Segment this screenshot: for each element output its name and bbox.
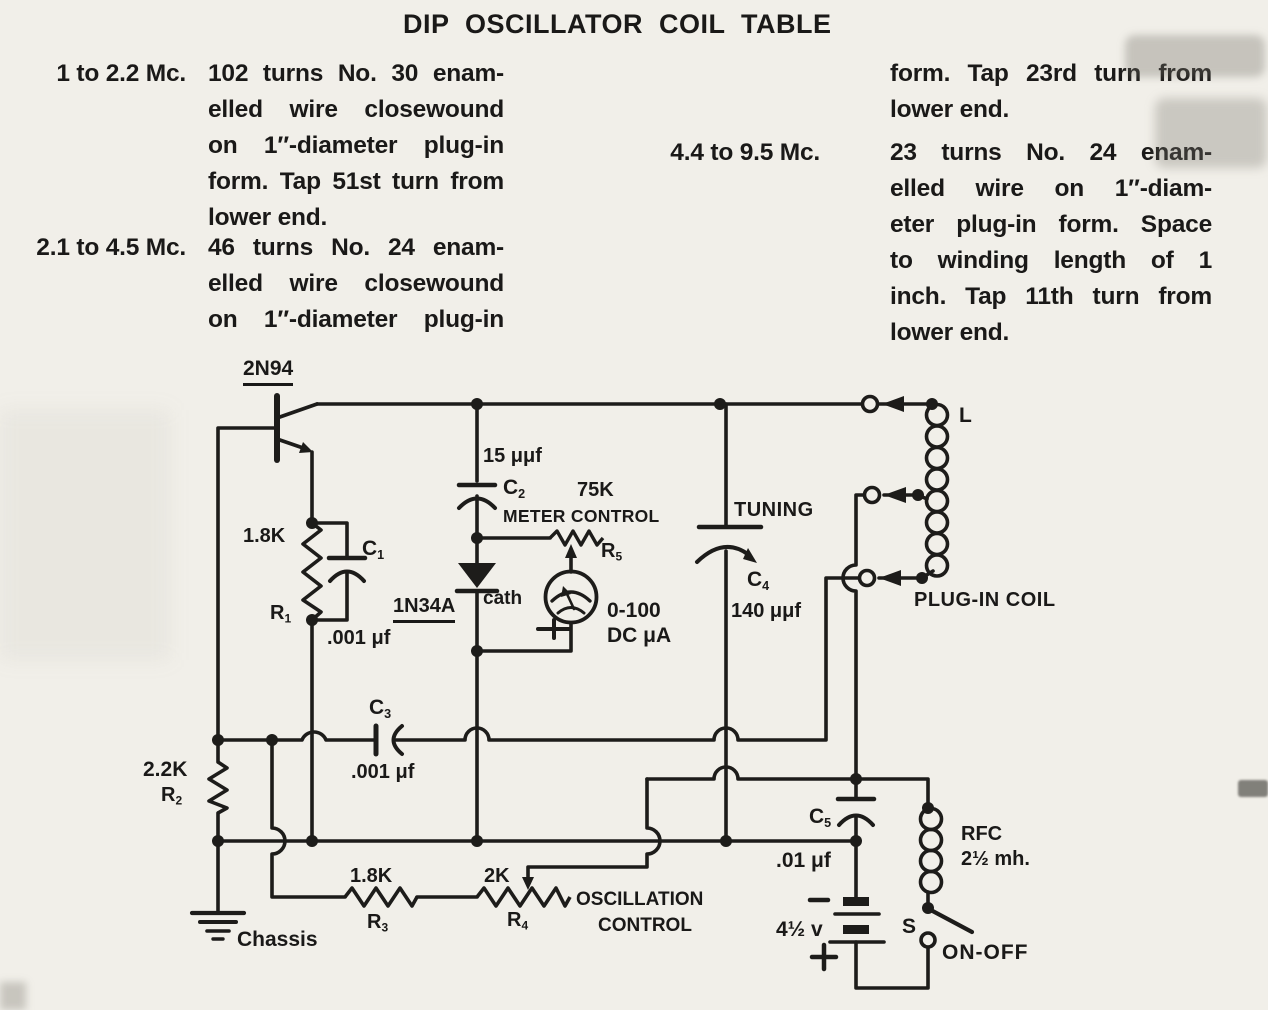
resistor-r3-symbol <box>343 886 419 908</box>
chassis-label: Chassis <box>237 928 318 951</box>
coil-table-line: eter plug-in form. Space <box>890 211 1212 238</box>
c5-ref-label: C5 <box>809 805 832 830</box>
capacitor-c3-symbol <box>373 723 404 757</box>
diode-label: 1N34A <box>393 595 456 623</box>
coil-table-line: 23 turns No. 24 enam- <box>890 139 1212 166</box>
diode-cathode-label: cath <box>483 588 523 609</box>
capacitor-c5-symbol <box>835 796 877 827</box>
c4-value-label: 140 μμf <box>731 600 802 622</box>
c3-ref-label: C3 <box>369 696 392 721</box>
meter-range-label: 0-100 <box>607 599 661 622</box>
rfc-value-label: 2½ mh. <box>961 848 1030 870</box>
switch-lever <box>924 905 975 935</box>
resistor-r2-symbol <box>207 760 229 815</box>
potentiometer-r4-symbol <box>475 877 572 908</box>
oscillation-control-label-1: OSCILLATION <box>576 889 704 910</box>
coil-table-line: on 1″-diameter plug-in <box>208 132 504 159</box>
battery-plus-sign <box>809 942 839 972</box>
r4-wiper-arrow <box>522 877 534 890</box>
plug-terminal-top <box>860 394 880 414</box>
r2-value-label: 2.2K <box>143 758 188 781</box>
meter-unit-label: DC μA <box>607 624 672 647</box>
r5-wiper-arrow <box>565 544 577 558</box>
plug-arrow-tap <box>884 487 906 503</box>
capacitor-c1-symbol <box>326 555 368 583</box>
plug-terminal-bottom <box>857 568 877 588</box>
junction-dots <box>212 398 938 914</box>
r3-ref-label: R3 <box>367 911 389 935</box>
switch-symbol <box>919 905 975 949</box>
r1-value-label: 1.8K <box>243 525 286 547</box>
coil-table-line: form. Tap 23rd turn from <box>890 60 1212 87</box>
c2-value-label: 15 μμf <box>483 445 542 467</box>
rfc-coil-symbol <box>918 806 944 895</box>
meter-icon <box>536 569 599 640</box>
page-title: DIP OSCILLATOR COIL TABLE <box>403 9 832 39</box>
transistor-label: 2N94 <box>243 357 294 386</box>
c1-value-label: .001 μf <box>327 627 391 649</box>
coil-table-line: form. Tap 51st turn from <box>208 168 504 195</box>
coil-l-symbol <box>924 402 950 578</box>
variable-capacitor-c4-symbol <box>695 524 764 564</box>
c3-value-label: .001 μf <box>351 761 415 783</box>
c5-value-label: .01 μf <box>776 849 831 872</box>
meter-needle <box>565 592 576 611</box>
coil-table-line: 46 turns No. 24 enam- <box>208 234 504 261</box>
r4-value-label: 2K <box>484 865 510 887</box>
r1-ref-label: R1 <box>270 602 292 626</box>
c4-rotor-arrow <box>743 548 757 563</box>
coil-table-line: elled wire closewound <box>208 270 504 297</box>
on-off-label: ON-OFF <box>942 941 1029 964</box>
c1-ref-label: C1 <box>362 537 385 562</box>
c2-ref-label: C2 <box>503 476 526 501</box>
freq-range-2: 2.1 to 4.5 Mc. <box>36 234 186 261</box>
wire-network <box>215 402 935 990</box>
r3-value-label: 1.8K <box>350 865 393 887</box>
potentiometer-r5-symbol <box>548 529 605 558</box>
capacitor-c2-symbol <box>456 482 498 510</box>
plug-terminal-tap <box>862 485 882 505</box>
meter-control-label: METER CONTROL <box>503 506 660 526</box>
tuning-label: TUNING <box>734 499 814 521</box>
freq-range-3: 4.4 to 9.5 Mc. <box>670 139 820 166</box>
coil-table-line: elled wire on 1″-diam- <box>890 175 1212 202</box>
plug-arrow-top <box>882 396 904 412</box>
switch-contact <box>919 931 937 949</box>
plug-in-coil-label: PLUG-IN COIL <box>914 589 1056 611</box>
plug-arrow-bottom <box>879 570 901 586</box>
r4-ref-label: R4 <box>507 909 529 933</box>
resistor-r1-symbol <box>301 521 323 622</box>
coil-table-line: lower end. <box>890 319 1010 346</box>
c4-ref-label: C4 <box>747 568 770 593</box>
oscillation-control-label-2: CONTROL <box>598 915 692 936</box>
battery-symbol <box>807 897 886 972</box>
freq-range-1: 1 to 2.2 Mc. <box>56 60 186 87</box>
plug-terminals <box>857 394 906 588</box>
r2-ref-label: R2 <box>161 784 183 808</box>
coil-table-line: on 1″-diameter plug-in <box>208 306 504 333</box>
coil-table-line: lower end. <box>208 204 328 231</box>
coil-table-line: inch. Tap 11th turn from <box>890 283 1212 310</box>
coil-ref-label: L <box>959 404 972 427</box>
r5-ref-label: R5 <box>601 540 623 564</box>
ground-icon <box>189 910 247 941</box>
battery-value-label: 4½ v <box>776 918 823 941</box>
diode-1n34a-symbol <box>454 563 500 594</box>
coil-table-line: to winding length of 1 <box>890 247 1212 274</box>
transistor-2n94-symbol <box>274 393 319 463</box>
switch-ref-label: S <box>902 915 917 938</box>
coil-table-line: lower end. <box>890 96 1010 123</box>
r5-value-label: 75K <box>577 479 614 501</box>
rfc-name-label: RFC <box>961 823 1003 845</box>
coil-table-line: elled wire closewound <box>208 96 504 123</box>
coil-table-line: 102 turns No. 30 enam- <box>208 60 504 87</box>
meter-plus-sign <box>536 618 572 640</box>
